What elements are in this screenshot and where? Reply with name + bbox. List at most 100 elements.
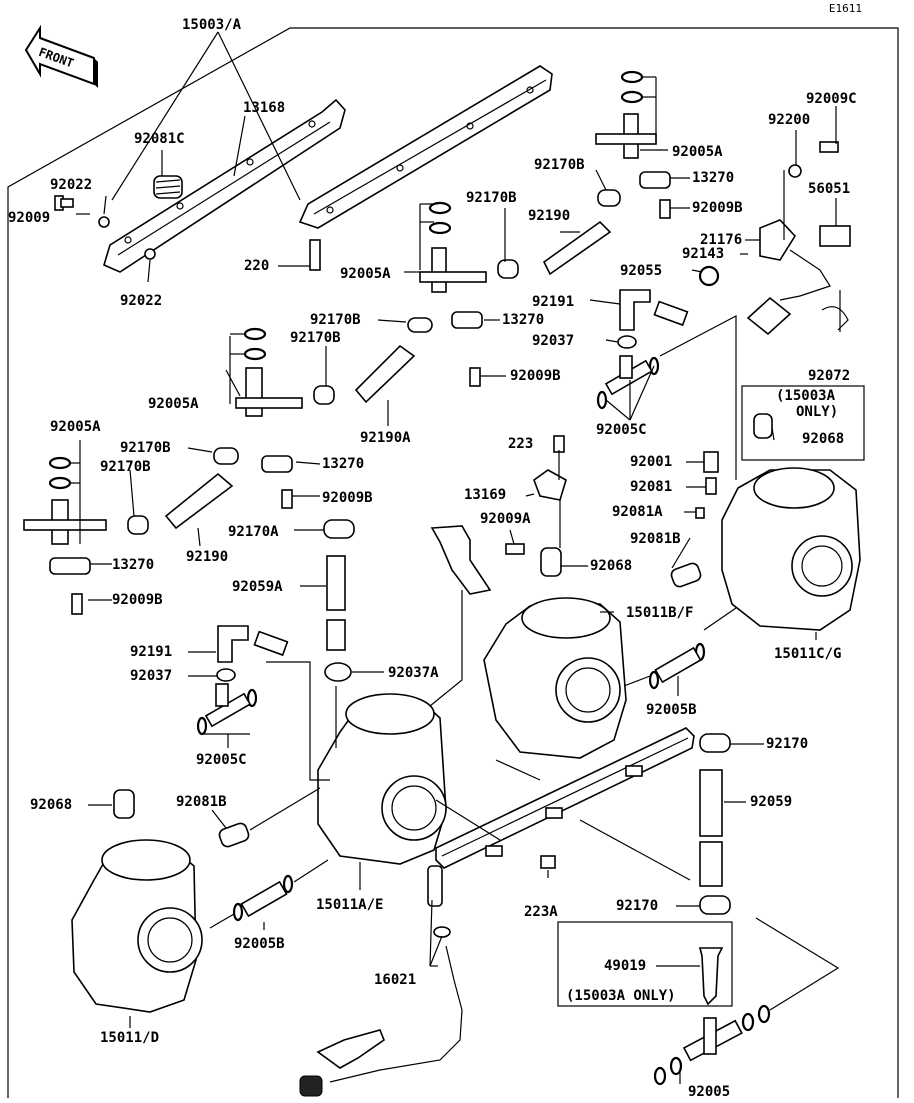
label-15011cg: 15011C/G (774, 646, 842, 662)
carburetor-15011d (71, 839, 203, 1013)
fuel-rail-lower (435, 727, 695, 869)
tube-92059-b (699, 841, 723, 887)
elbow-92191-top (619, 289, 651, 331)
bracket-13270-4 (49, 557, 91, 575)
bracket-vacuum (746, 296, 792, 336)
bolt-220 (309, 239, 321, 271)
note-box-right-line1: (15003A (776, 388, 836, 404)
label-49019: 49019 (604, 958, 647, 974)
label-92022-a: 92022 (50, 177, 93, 193)
clamp-92170-bottom (699, 895, 731, 915)
note-box-92068 (741, 385, 865, 461)
bolt-92009b-2 (469, 367, 481, 387)
label-92005a-top: 92005A (672, 144, 723, 160)
bolt-92009b-4 (71, 593, 83, 615)
label-92072: 92072 (808, 368, 851, 384)
t-fitting-92005a-left (235, 327, 303, 417)
fitting-92005b-left (232, 874, 294, 922)
label-223a: 223A (524, 904, 558, 920)
clamp-92170b-3 (407, 317, 433, 333)
carburetor-15011cg (721, 467, 861, 631)
note-box-right-line2: ONLY) (796, 404, 839, 420)
hose-92190a (354, 344, 416, 404)
label-15003a: 15003/A (182, 17, 242, 33)
label-220: 220 (244, 258, 270, 274)
washer-92022-a (98, 216, 110, 228)
spring-92081c (153, 175, 183, 199)
clamp-92170b-4 (313, 385, 335, 405)
hose-92191-top (653, 300, 689, 327)
leader-lines (70, 31, 841, 1084)
diagram-code: E1611 (828, 2, 862, 15)
label-92081c: 92081C (134, 131, 185, 147)
bracket-13270-2 (451, 311, 483, 329)
screw-223a (540, 855, 556, 869)
tube-92059a-a (326, 555, 346, 611)
label-92009: 92009 (8, 210, 51, 226)
bolt-92009 (54, 195, 74, 211)
label-92068-top: 92068 (802, 431, 845, 447)
cap-92068-left (113, 789, 135, 819)
label-92170a: 92170A (228, 524, 279, 540)
label-92068-mid: 92068 (590, 558, 633, 574)
t-fitting-92005a-far-left (23, 456, 107, 545)
assembly-outline (7, 27, 899, 1098)
bolt-92009b-1 (659, 199, 671, 219)
hose-92191-left (253, 630, 289, 657)
tube-92059a-b (326, 619, 346, 651)
bracket-13169 (533, 469, 567, 501)
fitting-92005b-right (648, 642, 706, 690)
label-92170-top: 92170 (766, 736, 809, 752)
note-box-bottom-text: (15003A ONLY) (566, 988, 676, 1004)
label-92170b-top: 92170B (534, 157, 585, 173)
label-13270-3: 13270 (322, 456, 365, 472)
label-92005b-2: 92005B (234, 936, 285, 952)
label-13270-4: 13270 (112, 557, 155, 573)
label-92191-top: 92191 (532, 294, 575, 310)
label-92009b-4: 92009B (112, 592, 163, 608)
note-box-49019 (557, 921, 733, 1007)
label-92191-2: 92191 (130, 644, 173, 660)
bolt-92009c (819, 141, 839, 153)
label-92081a: 92081A (612, 504, 663, 520)
label-92081: 92081 (630, 479, 673, 495)
clamp-92170b-1 (597, 189, 621, 207)
label-92081b-2: 92081B (176, 794, 227, 810)
fitting-92005 (653, 1004, 771, 1086)
fitting-92005c-left (196, 683, 258, 736)
fuel-rail-upper (298, 65, 553, 229)
label-92200: 92200 (768, 112, 811, 128)
clip-92037-left (216, 668, 236, 682)
carburetor-15011ae (317, 693, 447, 865)
label-92190-2: 92190 (186, 549, 229, 565)
label-92055: 92055 (620, 263, 663, 279)
bolt-92009a (505, 543, 525, 555)
label-92022-b: 92022 (120, 293, 163, 309)
cap-92068-mid (540, 547, 562, 577)
clip-92072 (821, 306, 849, 331)
label-13169: 13169 (464, 487, 507, 503)
label-92005c-2: 92005C (196, 752, 247, 768)
label-15011ae: 15011A/E (316, 897, 384, 913)
label-92005: 92005 (688, 1084, 731, 1100)
label-21176: 21176 (700, 232, 743, 248)
label-92009c: 92009C (806, 91, 857, 107)
hose-92190-left (164, 472, 234, 530)
t-fitting-92005a-mid (419, 201, 487, 293)
pipe-21176 (759, 219, 797, 261)
jet-49019 (698, 947, 724, 1006)
label-92170-2: 92170 (616, 898, 659, 914)
clamp-92170b-6 (127, 515, 149, 535)
label-92009b-2: 92009B (510, 368, 561, 384)
label-92037a: 92037A (388, 665, 439, 681)
clamp-92170b-2 (497, 259, 519, 279)
label-92059: 92059 (750, 794, 793, 810)
tube-92059-a (699, 769, 723, 837)
washer-92022-b (144, 248, 156, 260)
clamp-92170b-5 (213, 447, 239, 465)
label-92190a: 92190A (360, 430, 411, 446)
label-92170b-2: 92170B (310, 312, 361, 328)
clamp-92170a (323, 519, 355, 539)
bracket-13270-1 (639, 171, 671, 189)
screw-92001 (703, 451, 719, 473)
